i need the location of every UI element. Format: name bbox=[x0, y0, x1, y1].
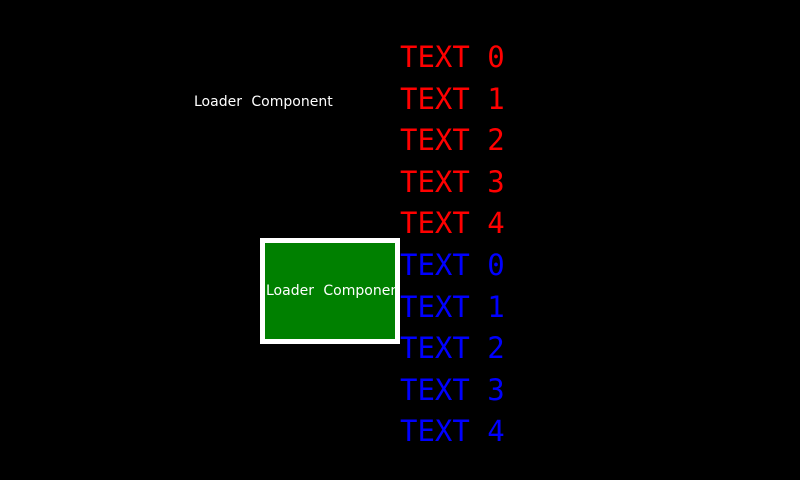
text-item-red-3: TEXT 3 bbox=[400, 164, 505, 199]
loader-component-box: Loader Component bbox=[260, 238, 400, 344]
loader-component-label: Loader Component bbox=[194, 94, 333, 110]
text-item-red-1: TEXT 1 bbox=[400, 81, 505, 116]
text-list: TEXT 0 TEXT 1 TEXT 2 TEXT 3 TEXT 4 TEXT … bbox=[400, 37, 505, 453]
text-item-blue-2: TEXT 2 bbox=[400, 331, 505, 366]
text-item-red-0: TEXT 0 bbox=[400, 40, 505, 74]
text-item-red-2: TEXT 2 bbox=[400, 123, 505, 158]
text-item-blue-1: TEXT 1 bbox=[400, 289, 505, 324]
text-item-blue-0: TEXT 0 bbox=[400, 247, 505, 282]
text-item-red-4: TEXT 4 bbox=[400, 206, 505, 241]
text-item-blue-3: TEXT 3 bbox=[400, 372, 505, 407]
text-item-blue-4: TEXT 4 bbox=[400, 414, 505, 449]
loader-component-box-label: Loader Component bbox=[266, 283, 400, 299]
